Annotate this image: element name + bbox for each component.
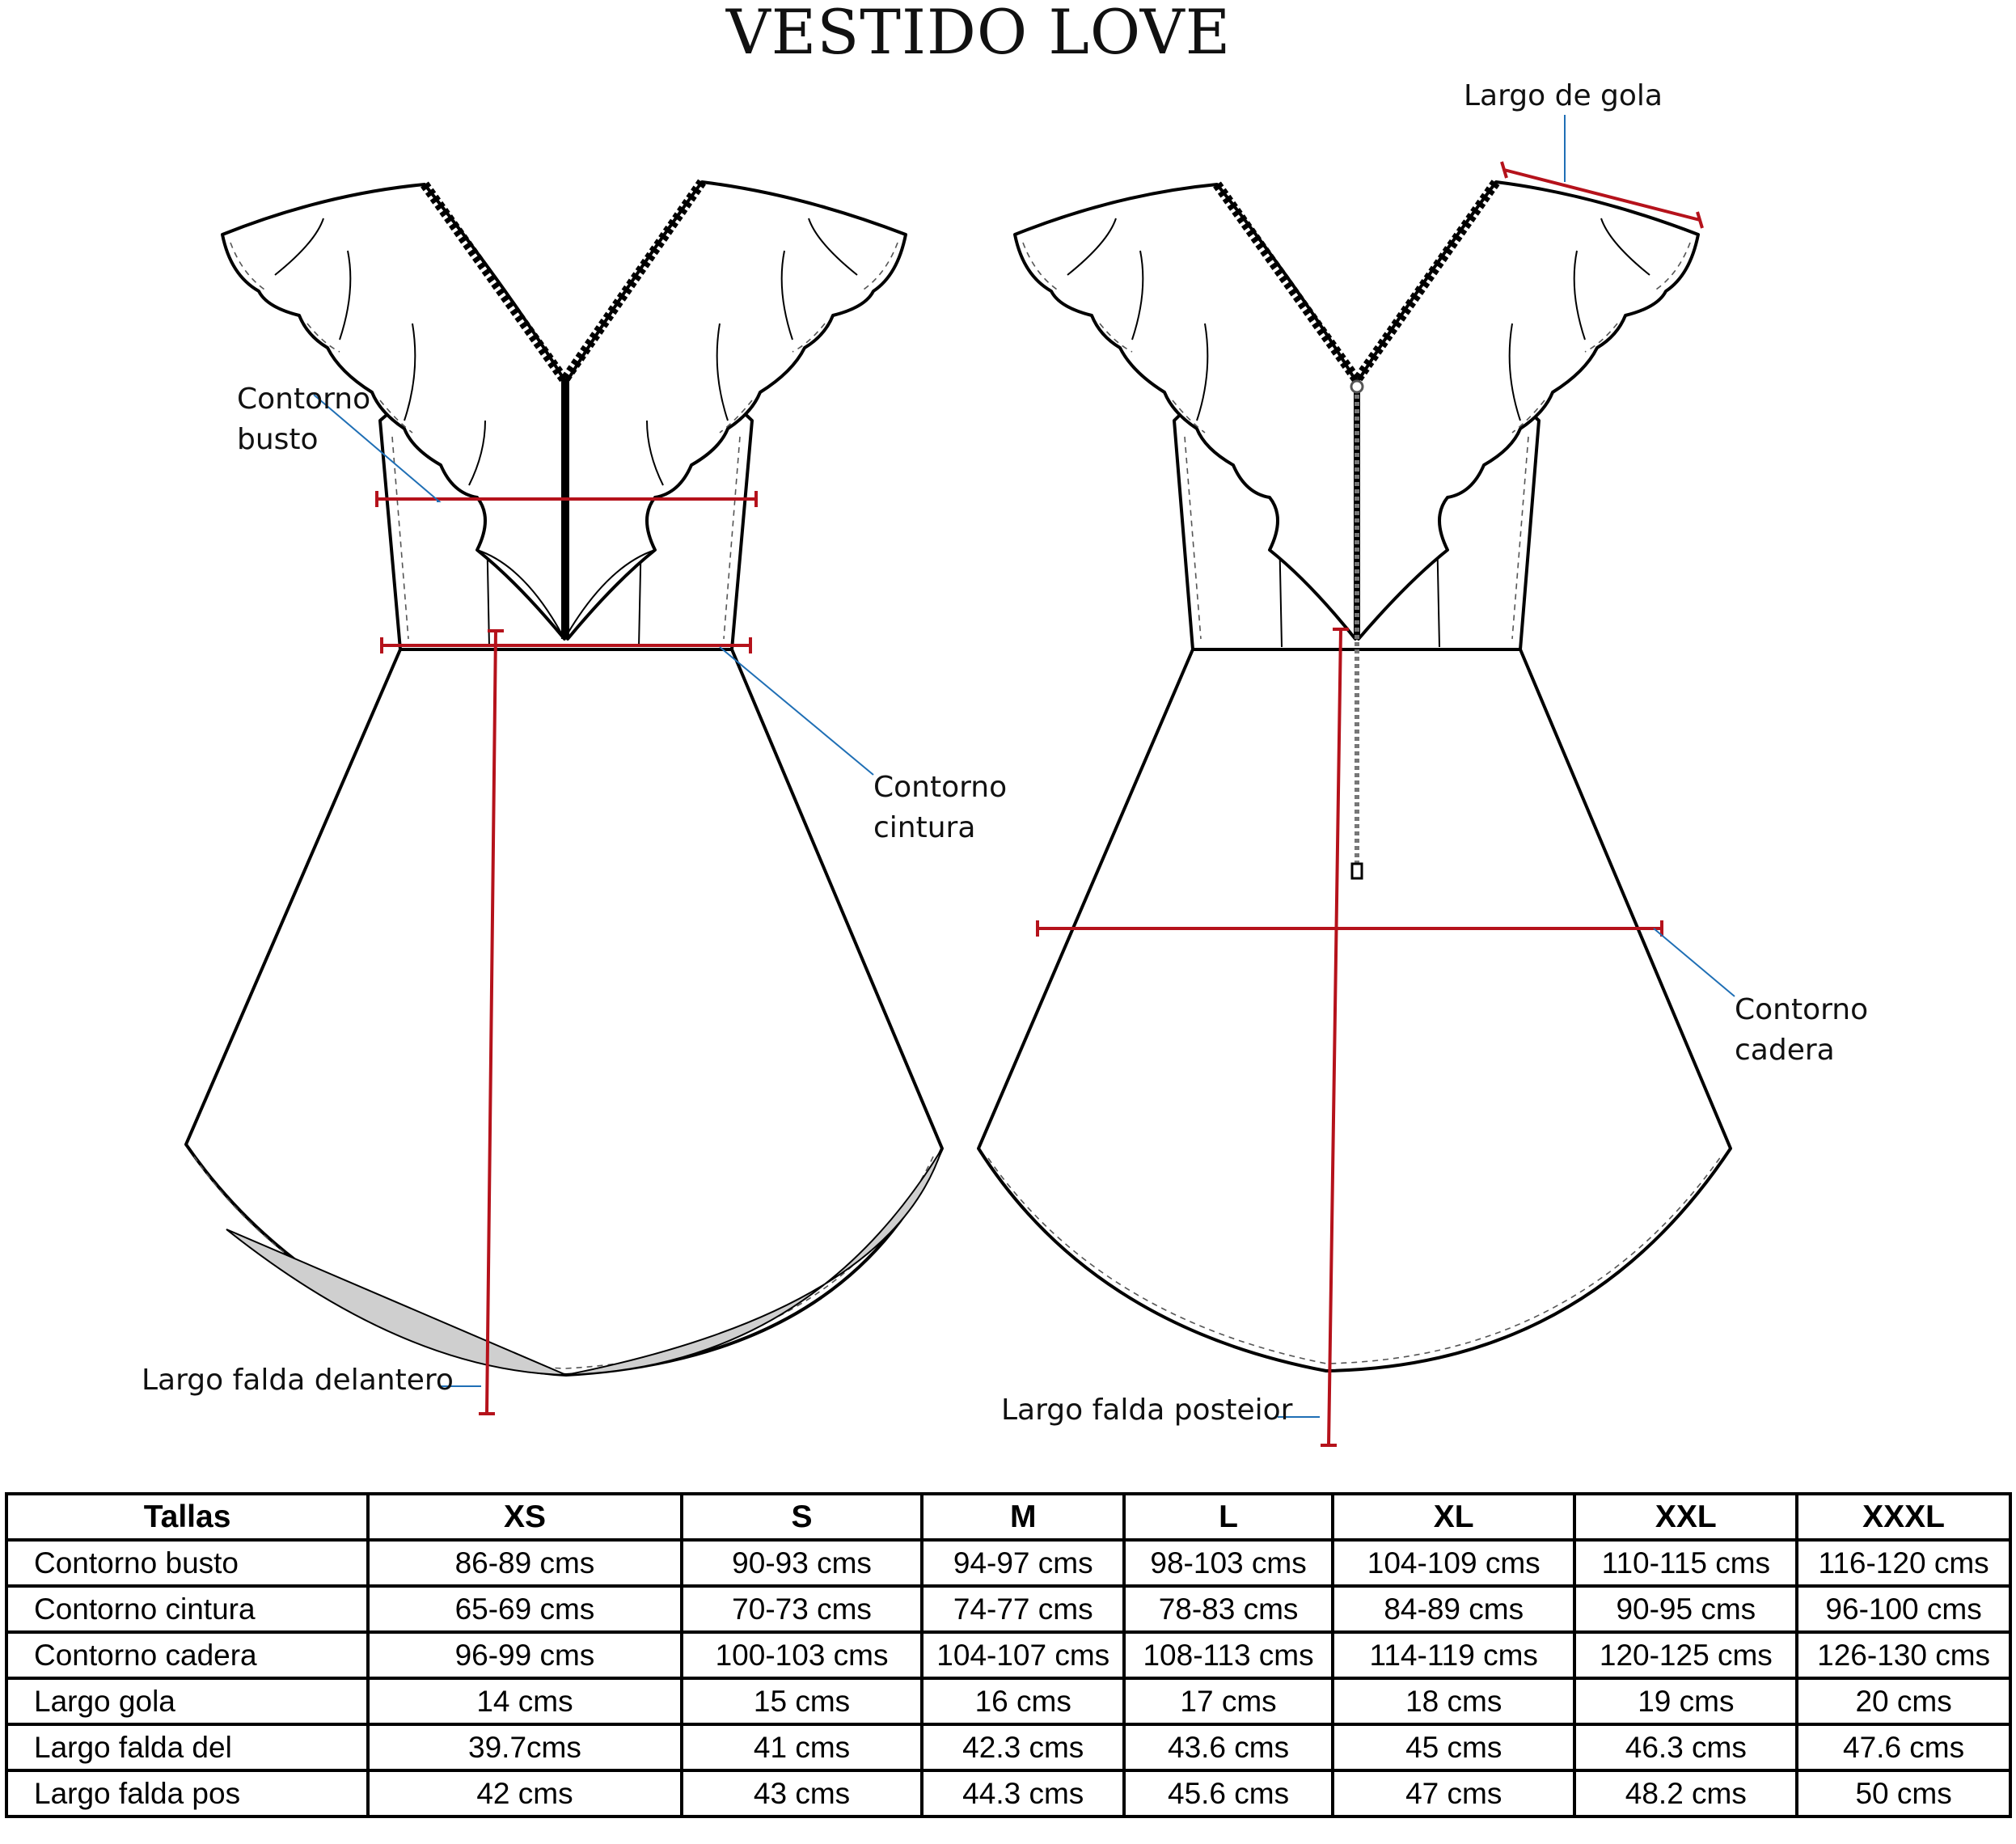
table-cell: 43 cms [679, 1769, 924, 1818]
size-table: Tallas XS S M L XL XXL XXXL Contorno bus… [4, 1492, 2012, 1818]
leader-lines [313, 115, 1735, 1418]
table-cell: 86-89 cms [366, 1538, 683, 1588]
technical-drawing: Contorno busto Contorno cintura Contorno… [142, 79, 1868, 1447]
header-size-xs: XS [366, 1492, 683, 1542]
table-cell: 45.6 cms [1122, 1769, 1334, 1818]
table-cell: 84-89 cms [1330, 1584, 1577, 1634]
table-cell: 16 cms [920, 1677, 1126, 1726]
back-dress-drawing [977, 179, 1732, 1372]
table-cell: 39.7cms [366, 1723, 683, 1772]
collar-length-line [1500, 161, 1704, 229]
table-cell: 14 cms [366, 1677, 683, 1726]
label-contorno-cadera-line1: Contorno [1735, 993, 1868, 1026]
table-header-row: Tallas XS S M L XL XXL XXXL [4, 1492, 2012, 1542]
table-cell: 94-97 cms [920, 1538, 1126, 1588]
table-cell: 74-77 cms [920, 1584, 1126, 1634]
front-left-ruffle [221, 183, 566, 641]
label-largo-gola: Largo de gola [1464, 79, 1663, 112]
table-cell: 18 cms [1330, 1677, 1577, 1726]
measurement-lines [375, 161, 1704, 1447]
header-size-xxl: XXL [1573, 1492, 1799, 1542]
header-tallas: Tallas [4, 1492, 370, 1542]
table-row: Contorno busto 86-89 cms 90-93 cms 94-97… [4, 1538, 2012, 1588]
table-cell: 43.6 cms [1122, 1723, 1334, 1772]
row-label: Largo falda pos [4, 1769, 370, 1818]
table-cell: 116-120 cms [1795, 1538, 2012, 1588]
table-cell: 108-113 cms [1122, 1630, 1334, 1680]
table-cell: 104-109 cms [1330, 1538, 1577, 1588]
table-row: Contorno cadera 96-99 cms 100-103 cms 10… [4, 1630, 2012, 1680]
table-cell: 41 cms [679, 1723, 924, 1772]
table-cell: 100-103 cms [679, 1630, 924, 1680]
back-left-ruffle [1013, 183, 1357, 641]
row-label: Contorno cintura [4, 1584, 370, 1634]
table-cell: 42 cms [366, 1769, 683, 1818]
front-skirt-length-line [479, 629, 504, 1415]
table-cell: 114-119 cms [1330, 1630, 1577, 1680]
table-row: Contorno cintura 65-69 cms 70-73 cms 74-… [4, 1584, 2012, 1634]
table-cell: 45 cms [1330, 1723, 1577, 1772]
header-size-s: S [679, 1492, 924, 1542]
table-cell: 20 cms [1795, 1677, 2012, 1726]
table-cell: 90-95 cms [1573, 1584, 1799, 1634]
front-dress-drawing [184, 179, 944, 1377]
table-cell: 44.3 cms [920, 1769, 1126, 1818]
waist-measure-line [380, 637, 752, 653]
table-cell: 47 cms [1330, 1769, 1577, 1818]
table-cell: 15 cms [679, 1677, 924, 1726]
row-label: Largo gola [4, 1677, 370, 1726]
table-cell: 46.3 cms [1573, 1723, 1799, 1772]
row-label: Contorno cadera [4, 1630, 370, 1680]
table-cell: 126-130 cms [1795, 1630, 2012, 1680]
label-contorno-cintura-line2: cintura [873, 811, 975, 844]
table-cell: 42.3 cms [920, 1723, 1126, 1772]
table-cell: 110-115 cms [1573, 1538, 1799, 1588]
table-cell: 70-73 cms [679, 1584, 924, 1634]
label-contorno-busto-line1: Contorno [237, 383, 370, 416]
back-skirt [977, 648, 1732, 1372]
table-cell: 19 cms [1573, 1677, 1799, 1726]
table-cell: 65-69 cms [366, 1584, 683, 1634]
table-row: Largo falda del 39.7cms 41 cms 42.3 cms … [4, 1723, 2012, 1772]
table-cell: 96-100 cms [1795, 1584, 2012, 1634]
header-size-l: L [1122, 1492, 1334, 1542]
label-largo-falda-delantero: Largo falda delantero [142, 1364, 454, 1397]
page-title: VESTIDO LOVE [725, 0, 1232, 68]
table-row: Largo gola 14 cms 15 cms 16 cms 17 cms 1… [4, 1677, 2012, 1726]
row-label: Contorno busto [4, 1538, 370, 1588]
table-cell: 90-93 cms [679, 1538, 924, 1588]
label-contorno-cintura-line1: Contorno [873, 771, 1007, 804]
front-right-ruffle [566, 180, 907, 641]
header-size-m: M [920, 1492, 1126, 1542]
table-cell: 47.6 cms [1795, 1723, 2012, 1772]
table-cell: 78-83 cms [1122, 1584, 1334, 1634]
table-cell: 50 cms [1795, 1769, 2012, 1818]
bust-measure-line [375, 491, 758, 507]
header-size-xxxl: XXXL [1795, 1492, 2012, 1542]
table-cell: 48.2 cms [1573, 1769, 1799, 1818]
label-contorno-busto-line2: busto [237, 423, 319, 456]
row-label: Largo falda del [4, 1723, 370, 1772]
header-size-xl: XL [1330, 1492, 1577, 1542]
label-largo-falda-posterior: Largo falda posteior [1001, 1394, 1293, 1427]
table-cell: 17 cms [1122, 1677, 1334, 1726]
back-skirt-length-line [1321, 628, 1349, 1447]
table-row: Largo falda pos 42 cms 43 cms 44.3 cms 4… [4, 1769, 2012, 1818]
label-contorno-cadera-line2: cadera [1735, 1034, 1835, 1067]
table-cell: 96-99 cms [366, 1630, 683, 1680]
table-cell: 120-125 cms [1573, 1630, 1799, 1680]
hip-measure-line [1036, 920, 1663, 937]
back-right-ruffle [1357, 180, 1700, 641]
table-cell: 98-103 cms [1122, 1538, 1334, 1588]
table-cell: 104-107 cms [920, 1630, 1126, 1680]
